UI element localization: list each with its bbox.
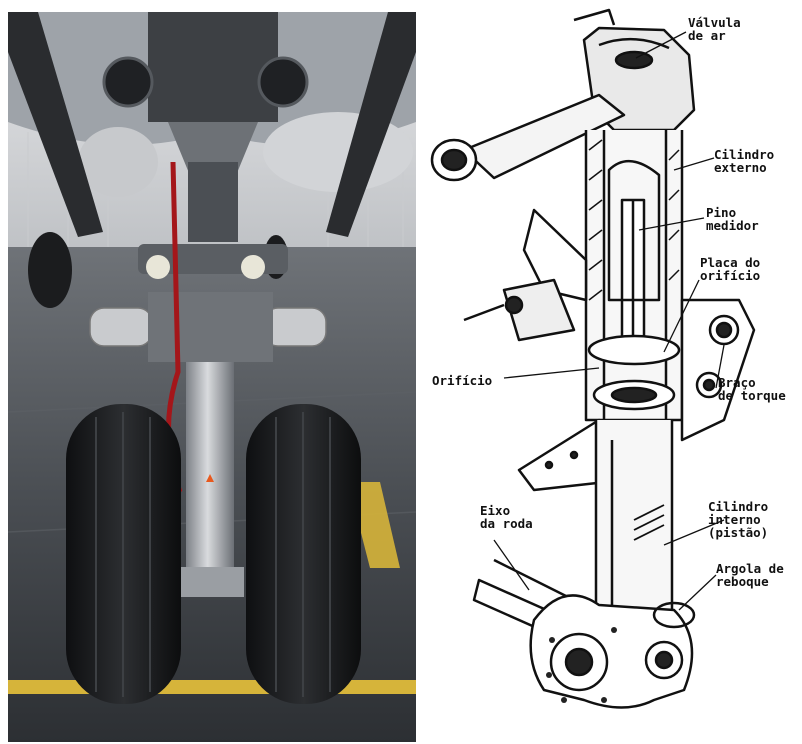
oleo-strut-cutaway-icon: [430, 8, 756, 709]
landing-gear-photo-icon: [8, 12, 416, 742]
label-orificio: Orifício: [432, 373, 493, 388]
